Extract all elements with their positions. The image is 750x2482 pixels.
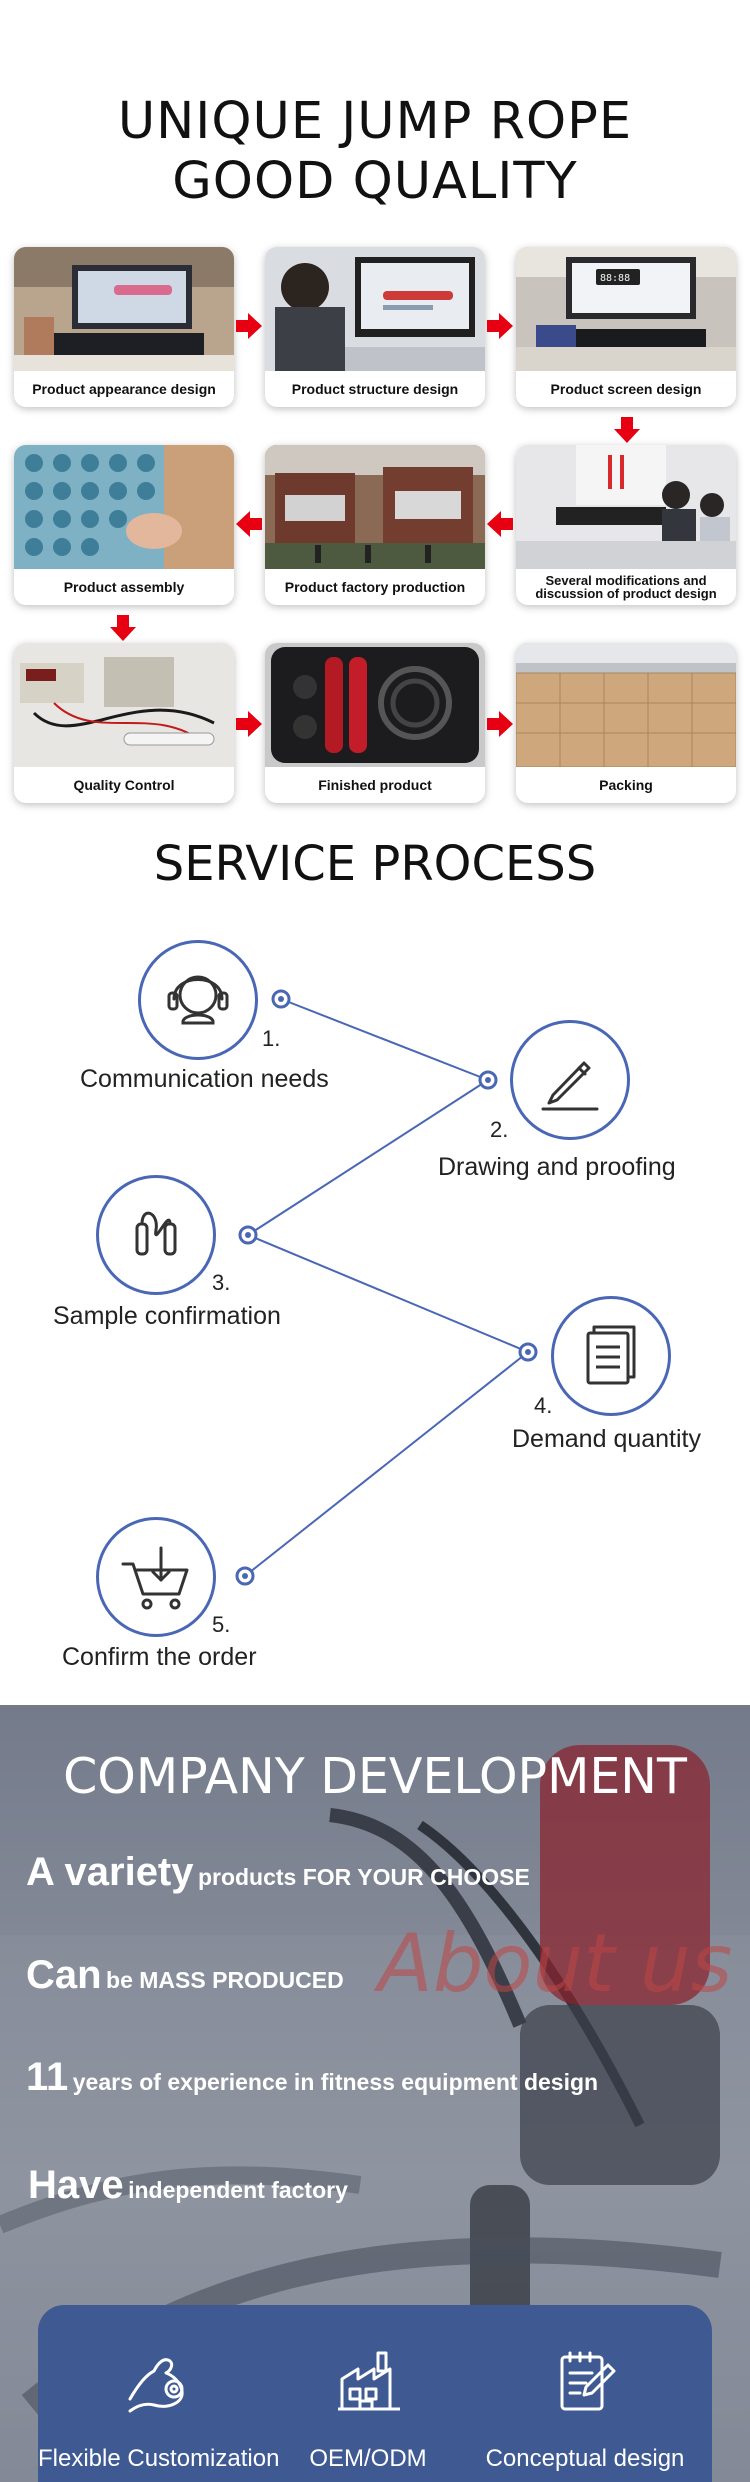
claim-small: years of experience in fitness equipment…: [72, 2069, 599, 2095]
company-section: COMPANY DEVELOPMENT About us A variety p…: [0, 1705, 750, 2482]
pen-sign-icon: [541, 1061, 599, 1111]
card-product-screen-design: 88:88 Product screen design: [516, 247, 736, 407]
card-quality-control: Quality Control: [14, 643, 234, 803]
feature-flexible-customization: Flexible Customization: [38, 2305, 280, 2482]
arrow-left-icon: [236, 511, 262, 537]
card-label: Product factory production: [284, 578, 466, 595]
step-5-label: Confirm the order: [62, 1643, 257, 1671]
claim-big: Can: [26, 1953, 102, 1997]
step-2-label: Drawing and proofing: [438, 1153, 676, 1181]
headset-icon: [167, 975, 229, 1025]
arrow-right-icon: [236, 711, 262, 737]
arrow-down-icon: [614, 417, 640, 443]
claim-mass-produced: Can be MASS PRODUCED: [26, 1953, 344, 1998]
card-design-discussion: Several modifications and discussion of …: [516, 445, 736, 605]
step-1-number: 1.: [262, 1026, 281, 1051]
claim-factory: Have independent factory: [28, 2163, 348, 2208]
step-5-circle: [96, 1517, 216, 1637]
service-flow: 1. Communication needs 2. Drawing and pr…: [53, 940, 702, 1671]
photo-testing-bench: [14, 643, 234, 767]
card-packing: Packing: [516, 643, 736, 803]
card-product-assembly: Product assembly: [14, 445, 234, 605]
quality-section: UNIQUE JUMP ROPE GOOD QUALITY Product ap…: [0, 0, 750, 820]
claim-big: 11: [26, 2055, 69, 2099]
step-1-circle: [138, 940, 258, 1060]
arrow-left-icon: [487, 511, 513, 537]
photo-jump-rope-case: [265, 643, 485, 767]
shopping-cart-icon: [121, 1546, 189, 1610]
card-label: Finished product: [318, 776, 432, 793]
card-product-structure-design: Product structure design: [265, 247, 485, 407]
svg-text:88:88: 88:88: [600, 273, 630, 284]
card-label: Product screen design: [550, 380, 702, 397]
claim-big: A variety: [26, 1850, 194, 1894]
step-4-circle: [551, 1296, 671, 1416]
arrow-right-icon: [487, 711, 513, 737]
flow-connector-lines: [235, 989, 538, 1586]
photo-designer-at-computer: [14, 247, 234, 371]
feature-bar: Flexible Customization OEM/ODM: [38, 2305, 712, 2482]
feature-conceptual-design: Conceptual design: [458, 2305, 712, 2482]
claim-small: be MASS PRODUCED: [106, 1967, 344, 1993]
claim-variety: A variety products FOR YOUR CHOOSE: [26, 1850, 530, 1895]
step-3-label: Sample confirmation: [53, 1302, 281, 1330]
feature-label: Flexible Customization: [38, 2445, 280, 2472]
notepad-pen-icon: [560, 2351, 616, 2411]
step-3-number: 3.: [212, 1270, 231, 1295]
step-5-number: 5.: [212, 1612, 231, 1637]
step-4-label: Demand quantity: [512, 1425, 702, 1453]
step-2-number: 2.: [490, 1117, 509, 1142]
claim-big: Have: [28, 2163, 124, 2207]
step-4-number: 4.: [534, 1393, 553, 1418]
photo-team-meeting: [516, 445, 736, 569]
claim-experience: 11 years of experience in fitness equipm…: [26, 2055, 598, 2100]
claim-small: independent factory: [128, 2177, 348, 2203]
service-title: SERVICE PROCESS: [153, 836, 597, 892]
arrow-right-icon: [487, 313, 513, 339]
card-product-factory-production: Product factory production: [265, 445, 485, 605]
claim-small: products FOR YOUR CHOOSE: [197, 1864, 530, 1890]
photo-screen-workstation: 88:88: [516, 247, 736, 371]
feature-label: OEM/ODM: [309, 2445, 427, 2472]
factory-icon: [338, 2351, 400, 2411]
arrow-down-icon: [110, 615, 136, 641]
step-2-circle: [510, 1020, 630, 1140]
feature-label: Conceptual design: [485, 2445, 685, 2472]
step-3-circle: [96, 1175, 216, 1295]
card-finished-product: Finished product: [265, 643, 485, 803]
photo-assembly-tray: [14, 445, 234, 569]
about-us-watermark: About us: [378, 1917, 733, 2010]
jump-rope-icon: [135, 1211, 177, 1256]
card-label: Packing: [599, 776, 653, 793]
feature-oem-odm: OEM/ODM: [278, 2305, 458, 2482]
flexed-arm-icon: [128, 2358, 184, 2413]
arrow-right-icon: [236, 313, 262, 339]
photo-factory-machines: [265, 445, 485, 569]
card-label: Product assembly: [63, 578, 185, 595]
step-1-label: Communication needs: [80, 1065, 329, 1093]
document-stack-icon: [586, 1325, 636, 1385]
card-label: Product appearance design: [32, 380, 216, 397]
photo-warehouse-boxes: [516, 643, 736, 767]
card-label: Product structure design: [291, 380, 459, 397]
card-label: Several modifications and discussion of …: [535, 573, 717, 601]
company-title: COMPANY DEVELOPMENT: [63, 1748, 687, 1805]
card-label: Quality Control: [73, 776, 175, 793]
quality-title: UNIQUE JUMP ROPE GOOD QUALITY: [117, 92, 633, 211]
card-product-appearance-design: Product appearance design: [14, 247, 234, 407]
photo-engineer-at-monitor: [265, 247, 485, 371]
